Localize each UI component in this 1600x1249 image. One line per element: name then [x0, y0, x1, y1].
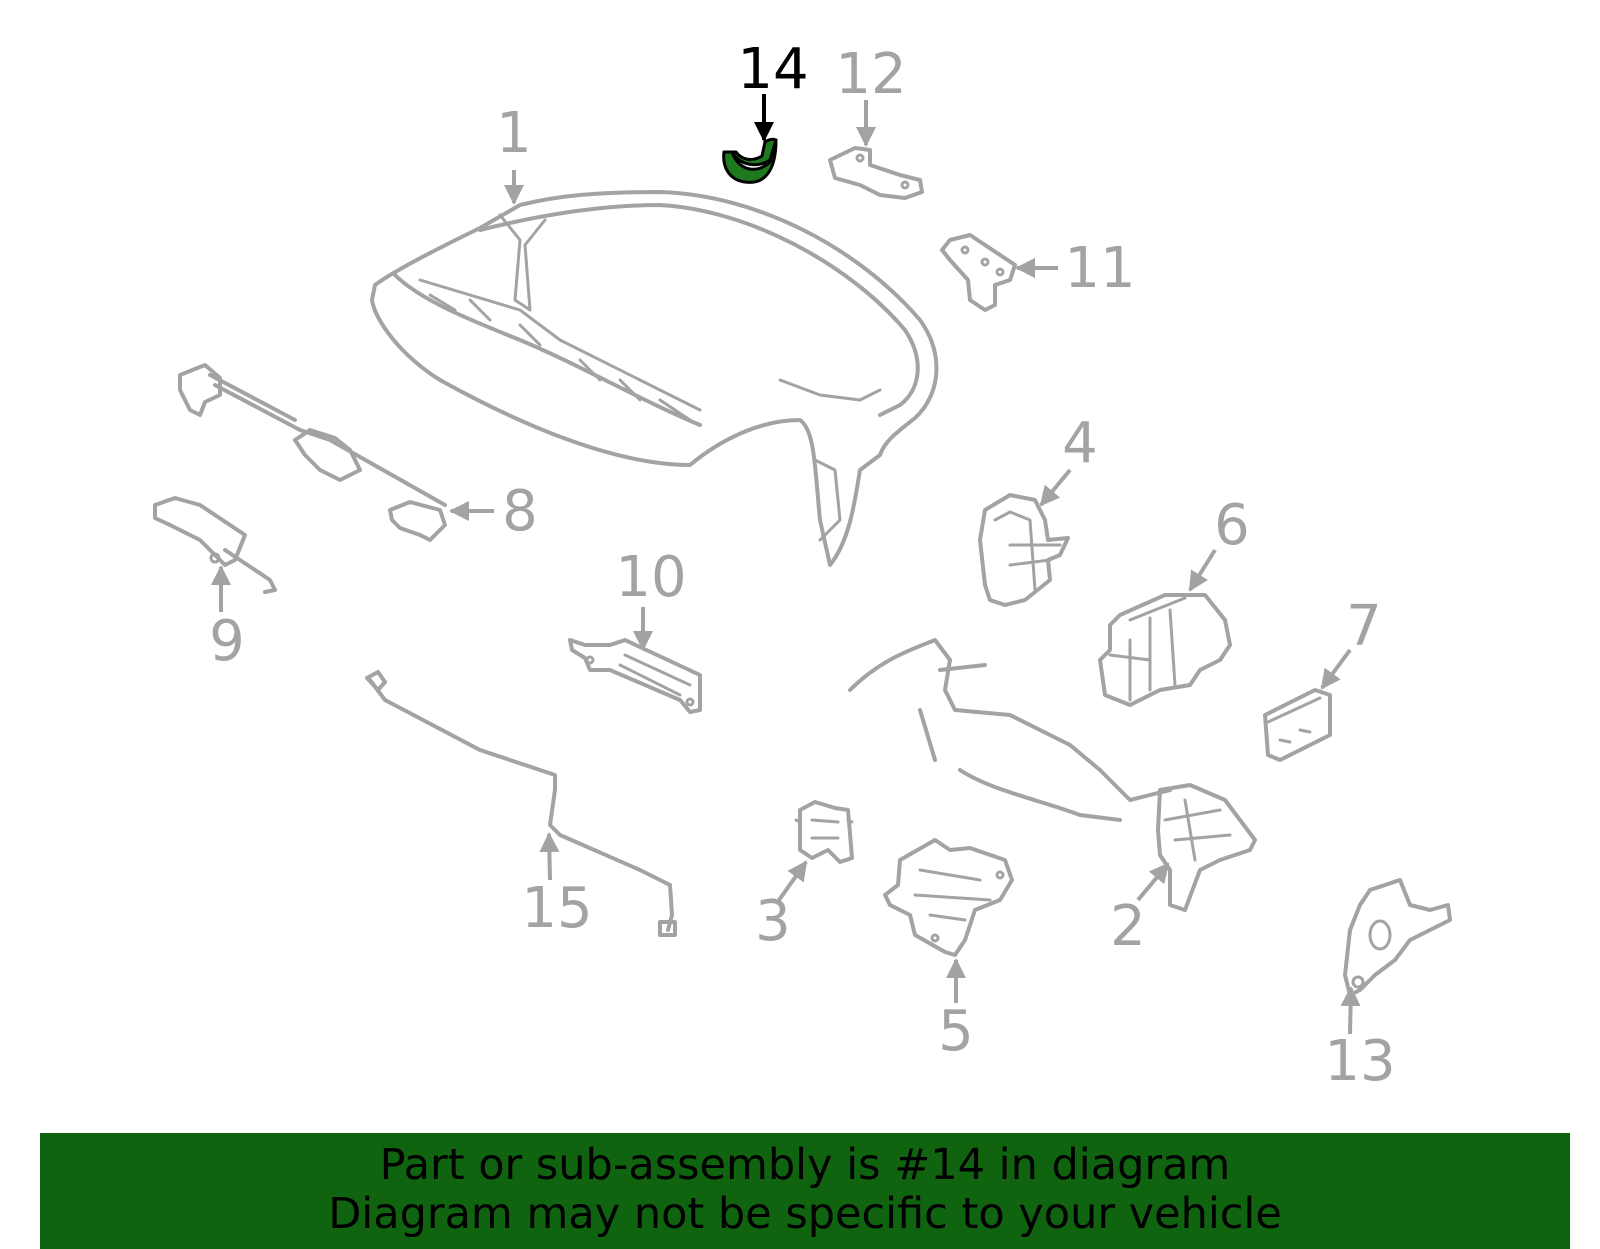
- banner-line-1: Part or sub-assembly is #14 in diagram: [379, 1140, 1231, 1190]
- callout-1: 1: [496, 101, 532, 166]
- part-6-pump: [1098, 593, 1232, 707]
- part-10-bracket: [568, 638, 702, 714]
- part-12-bracket: [828, 146, 924, 200]
- part-13-bracket: [1343, 878, 1452, 997]
- callout-7: 7: [1346, 594, 1382, 659]
- callout-15: 15: [521, 876, 592, 941]
- part-5-mount-bracket: [883, 838, 1014, 957]
- callout-arrows: [211, 94, 1361, 1035]
- part-8-rail: [178, 363, 447, 542]
- callout-14: 14: [737, 37, 808, 102]
- part-2-motor-harness: [848, 638, 1257, 912]
- part-14-highlighted: [722, 137, 778, 184]
- callout-10: 10: [615, 545, 686, 610]
- callout-5: 5: [938, 999, 974, 1064]
- callout-2: 2: [1110, 894, 1146, 959]
- callout-9: 9: [209, 609, 245, 674]
- part-7-module: [1263, 688, 1332, 762]
- part-3-clip: [794, 800, 854, 864]
- part-9-hinge: [153, 496, 277, 594]
- part-4-latch: [978, 493, 1070, 607]
- callout-11: 11: [1064, 236, 1135, 301]
- parts-diagram: 1 2 3 4 5 6 7 8 9 10 11 12 13 14 15: [153, 37, 1452, 1094]
- callout-12: 12: [835, 42, 906, 107]
- callout-6: 6: [1214, 493, 1250, 558]
- banner-line-2: Diagram may not be specific to your vehi…: [328, 1189, 1282, 1239]
- info-banner: Part or sub-assembly is #14 in diagram D…: [40, 1133, 1570, 1249]
- part-15-cable: [365, 670, 677, 937]
- part-11-bracket: [940, 233, 1017, 312]
- callout-13: 13: [1324, 1029, 1395, 1094]
- callout-3: 3: [755, 889, 791, 954]
- callout-numbers: 1 2 3 4 5 6 7 8 9 10 11 12 13 14 15: [209, 37, 1395, 1094]
- callout-4: 4: [1062, 411, 1098, 476]
- part-1-top-frame: [370, 190, 939, 567]
- callout-8: 8: [502, 479, 538, 544]
